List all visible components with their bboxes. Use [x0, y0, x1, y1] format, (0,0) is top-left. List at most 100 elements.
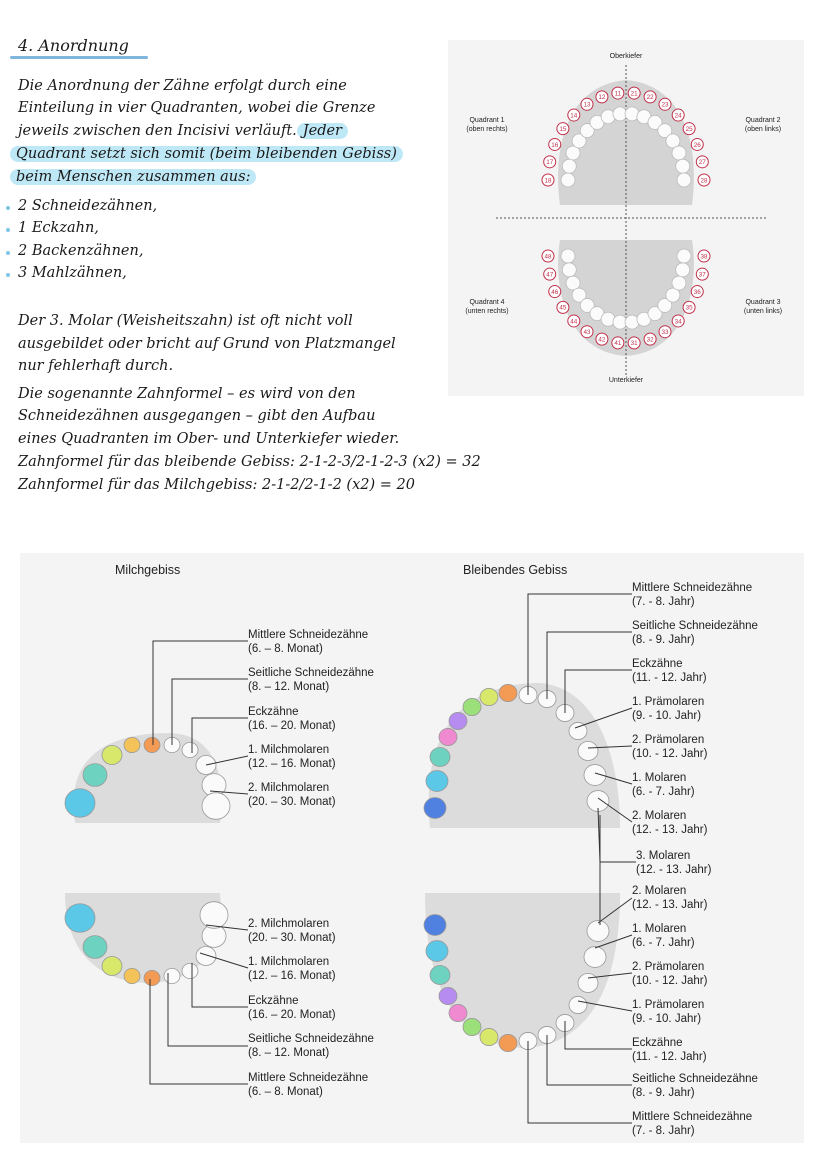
label-time: (20. – 30. Monat)	[248, 932, 336, 944]
tooth-number-ring	[658, 325, 672, 339]
bullet-dot	[6, 206, 10, 210]
text-segment: jeweils zwischen den Incisivi verläuft.	[18, 123, 297, 139]
label-time: (9. - 10. Jahr)	[632, 1013, 702, 1025]
milk-lower-tooth	[82, 935, 108, 959]
tooth-number: 47	[546, 271, 554, 278]
leader-line	[597, 797, 633, 823]
label-name: Seitliche Schneidezähne	[632, 620, 758, 632]
label-time: (12. - 13. Jahr)	[632, 824, 708, 836]
perm-upper-tooth	[462, 698, 482, 716]
label-time: (6. – 8. Monat)	[248, 1086, 323, 1098]
milk-upper-tooth	[101, 745, 123, 765]
perm-lower-tooth	[429, 965, 451, 985]
formula-milk: Zahnformel für das Milchgebiss: 2-1-2/2-…	[18, 477, 415, 493]
label-time: (8. - 9. Jahr)	[632, 1087, 695, 1099]
quadrant-1-label: Quadrant 1(oben rechts)	[466, 117, 508, 133]
text-line: beim Menschen zusammen aus:	[10, 166, 257, 188]
tooth-number-ring	[580, 325, 594, 339]
text-line: eines Quadranten im Ober- und Unterkiefe…	[18, 431, 400, 447]
text-line: Die Anordnung der Zähne erfolgt durch ei…	[18, 78, 347, 94]
milk-lower-label: Eckzähne(16. – 20. Monat)	[248, 994, 336, 1022]
label-name: Eckzähne	[248, 706, 299, 718]
tooth-number-ring	[682, 122, 696, 136]
tooth-number: 45	[559, 305, 567, 312]
tooth-number-ring	[695, 155, 709, 169]
perm-lower-tooth	[577, 973, 599, 993]
label-time: (6. - 7. Jahr)	[632, 786, 695, 798]
milk-lower-label: Seitliche Schneidezähne(8. – 12. Monat)	[248, 1032, 374, 1060]
perm-lower-label: 2. Molaren(12. - 13. Jahr)	[632, 884, 707, 912]
tooth-number-ring	[543, 155, 557, 169]
perm-lower-tooth	[498, 1034, 518, 1052]
tooth-number: 14	[570, 112, 578, 119]
milk-upper-tooth	[143, 736, 161, 753]
tooth-number: 28	[700, 177, 708, 184]
tooth-number-ring	[697, 249, 711, 263]
perm-upper-label: Eckzähne(11. - 12. Jahr)	[632, 657, 707, 685]
text-line: Der 3. Molar (Weisheitszahn) ist oft nic…	[18, 313, 353, 329]
tooth-number: 22	[647, 94, 655, 101]
perm-lower-label: Eckzähne(11. - 12. Jahr)	[632, 1036, 707, 1064]
tooth-number-ring	[556, 122, 570, 136]
leader-line	[527, 593, 632, 695]
quadrant-4-label: Quadrant 4(unten rechts)	[465, 299, 509, 315]
perm-upper-label: Mittlere Schneidezähne(7. - 8. Jahr)	[632, 581, 752, 609]
text-line: Schneidezähnen ausgegangen – gibt den Au…	[18, 408, 376, 424]
leader-line	[594, 772, 633, 785]
tooth-number-ring	[541, 249, 555, 263]
tooth-shape	[571, 133, 587, 149]
tooth-number: 12	[598, 94, 606, 101]
tooth-number: 24	[675, 112, 683, 119]
milk-upper-tooth	[82, 763, 108, 787]
tooth-shape	[565, 275, 581, 291]
bullet-dot	[6, 251, 10, 255]
milk-lower-tooth	[163, 967, 181, 984]
leader-line	[191, 717, 248, 753]
tooth-shape	[676, 248, 692, 264]
perm-lower-tooth	[425, 940, 449, 962]
label-name: Seitliche Schneidezähne	[248, 667, 374, 679]
tooth-shape	[560, 172, 576, 188]
tooth-number: 23	[661, 102, 669, 109]
milk-lower-label: 2. Milchmolaren (20. – 30. Monat)	[248, 917, 336, 945]
tooth-number: 36	[694, 289, 702, 296]
label-time: (20. – 30. Monat)	[248, 796, 336, 808]
tooth-number: 21	[631, 90, 639, 97]
leader-line	[597, 897, 633, 924]
leader-line	[587, 972, 633, 979]
tooth-number: 27	[699, 159, 707, 166]
leader-lines	[149, 593, 636, 1124]
milk-upper-tooth	[123, 736, 141, 753]
tooth-shape	[561, 262, 577, 278]
label-name: Eckzähne	[632, 1037, 683, 1049]
tooth-number-ring	[643, 90, 657, 104]
perm-lower-label: Mittlere Schneidezähne(7. - 8. Jahr)	[632, 1110, 752, 1138]
tooth-number: 31	[631, 340, 639, 347]
leader-line	[152, 640, 248, 745]
label-time: (7. - 8. Jahr)	[632, 596, 695, 608]
label-time: (6. – 8. Monat)	[248, 643, 323, 655]
leader-line	[205, 755, 249, 766]
perm-lower-tooth	[583, 946, 607, 968]
leader-line	[546, 631, 632, 699]
tooth-shape	[665, 287, 681, 303]
milk-title: Milchgebiss	[115, 563, 181, 577]
tooth-number: 34	[675, 318, 683, 325]
label-name: 1. Molaren	[632, 772, 687, 784]
perm-upper-tooth	[425, 770, 449, 792]
highlighted-text: Quadrant setzt sich somit (beim bleibend…	[10, 146, 403, 162]
tooth-shape	[675, 262, 691, 278]
label-name: Mittlere Schneidezähne	[248, 629, 369, 641]
text-line: Einteilung in vier Quadranten, wobei die…	[18, 100, 376, 116]
tooth-number-ring	[567, 314, 581, 328]
perm-upper-tooth	[577, 741, 599, 761]
label-name: Eckzähne	[248, 995, 299, 1007]
milk-upper-label: Eckzähne(16. – 20. Monat)	[248, 705, 336, 733]
perm-upper-tooth	[448, 712, 468, 730]
label-name: 2. Milchmolaren	[248, 918, 330, 930]
perm-lower-jaw	[425, 893, 620, 1048]
leader-line	[167, 973, 248, 1047]
tooth-number-ring	[548, 285, 562, 299]
tooth-number: 11	[615, 90, 622, 97]
perm-lower-tooth	[568, 996, 588, 1014]
